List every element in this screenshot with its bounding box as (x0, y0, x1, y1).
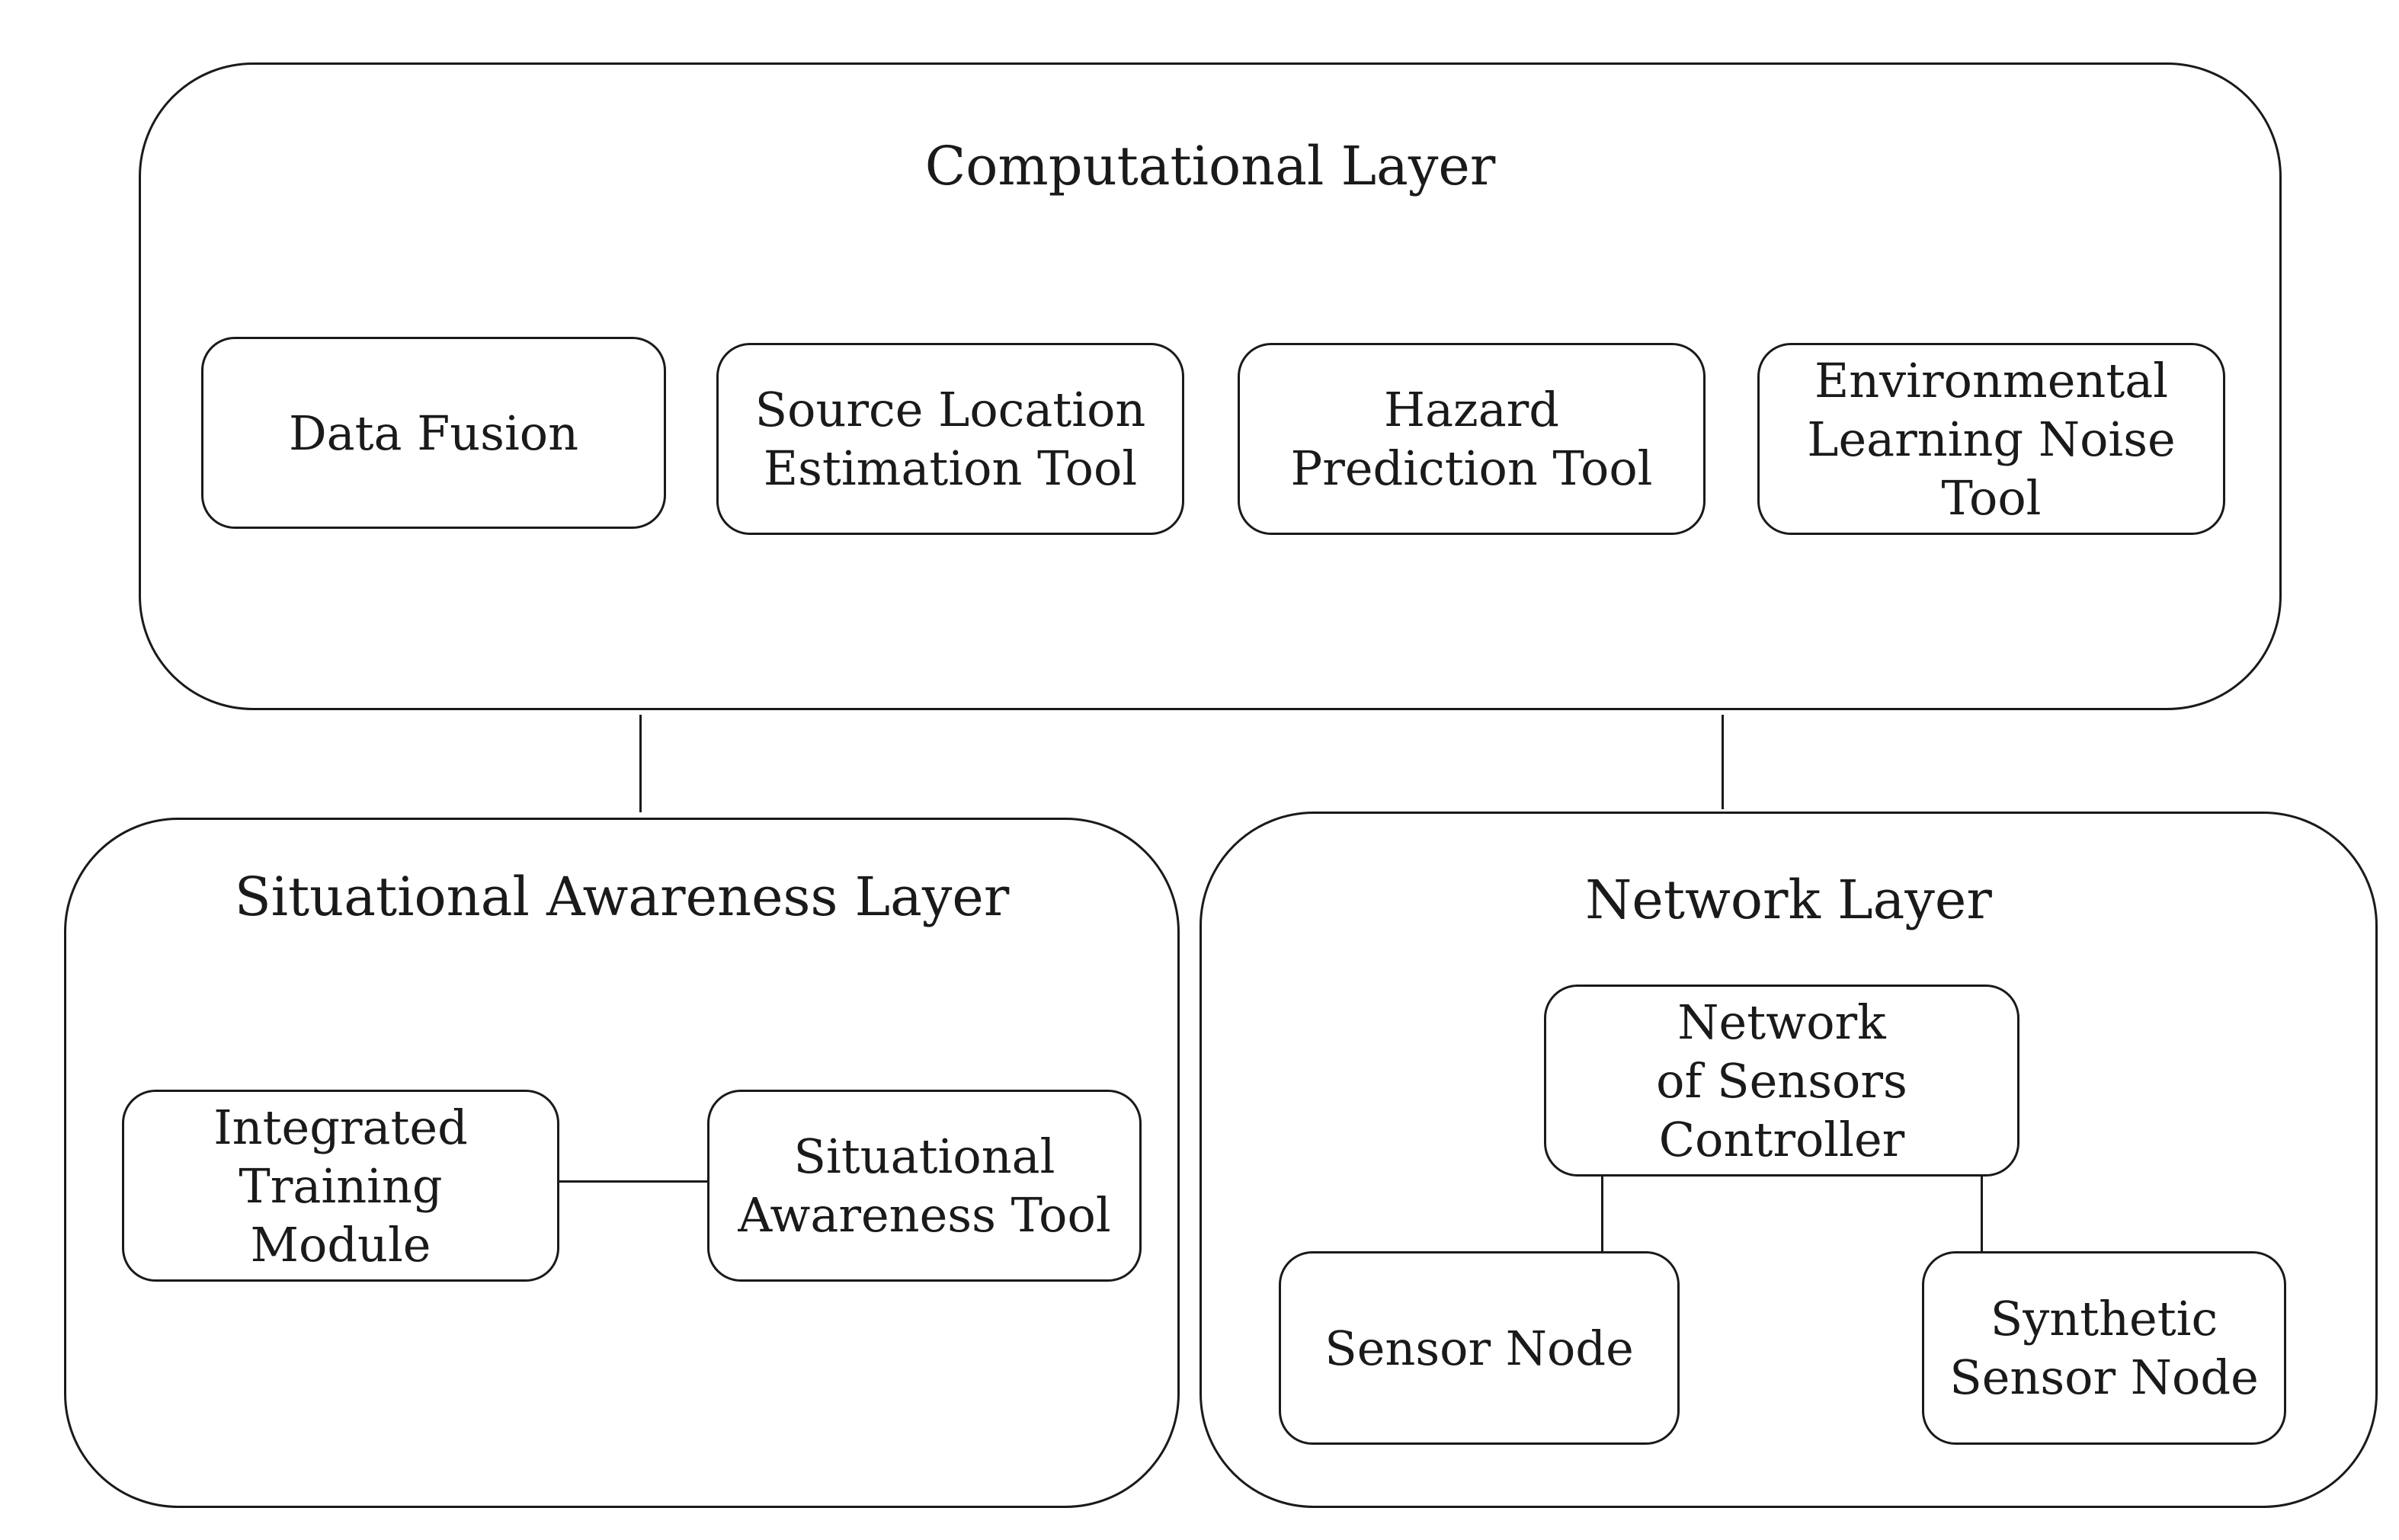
environmental-learning-noise-tool-box: Environmental Learning Noise Tool (1757, 343, 2225, 535)
synthetic-sensor-node-box: Synthetic Sensor Node (1922, 1251, 2286, 1445)
computational-layer-title: Computational Layer (924, 135, 1496, 197)
situational-awareness-tool-box: Situational Awareness Tool (707, 1090, 1142, 1282)
connector-computational-to-situational (639, 715, 642, 812)
connector-controller-to-sensor-node (1601, 1177, 1603, 1253)
network-of-sensors-controller-box: Network of Sensors Controller (1544, 985, 2019, 1177)
situational-awareness-layer-title: Situational Awareness Layer (234, 866, 1010, 928)
source-location-estimation-tool-box: Source Location Estimation Tool (716, 343, 1184, 535)
integrated-training-module-box: Integrated Training Module (122, 1090, 559, 1282)
data-fusion-box: Data Fusion (201, 337, 666, 529)
network-layer-title: Network Layer (1585, 869, 1992, 931)
connector-training-to-awareness-tool (559, 1180, 709, 1183)
hazard-prediction-tool-box: Hazard Prediction Tool (1238, 343, 1706, 535)
connector-controller-to-synthetic-sensor-node (1981, 1177, 1983, 1253)
sensor-node-box: Sensor Node (1279, 1251, 1680, 1445)
connector-computational-to-network (1722, 715, 1724, 809)
